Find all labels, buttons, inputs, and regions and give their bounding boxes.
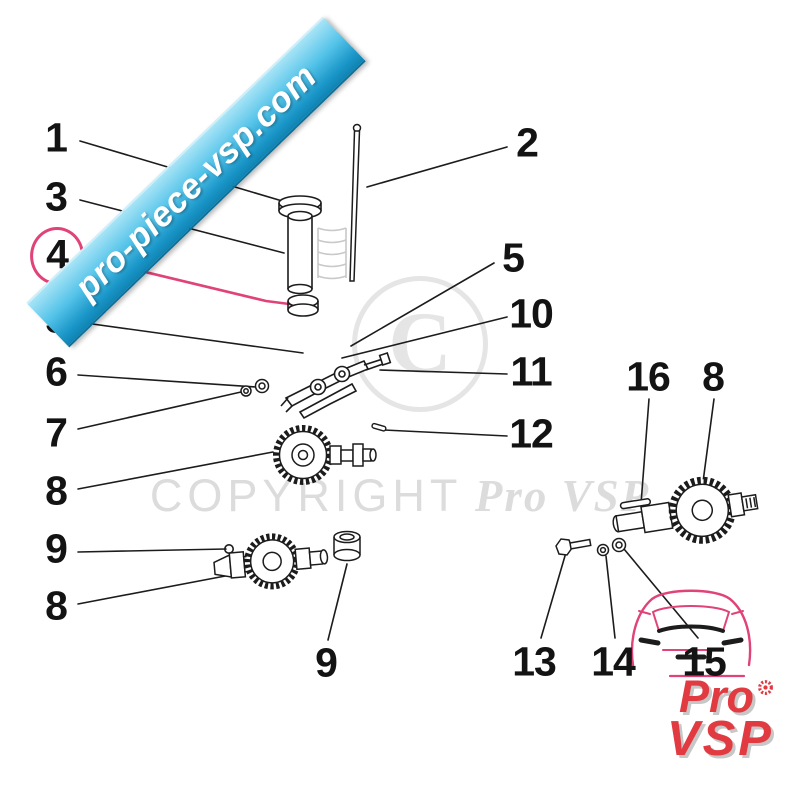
callout-13: 13 <box>512 638 557 685</box>
valve-spring <box>317 227 347 280</box>
callout-12: 12 <box>509 410 554 457</box>
callout-9-bottom: 9 <box>315 639 338 686</box>
tappet-cap <box>287 294 319 317</box>
callout-10: 10 <box>509 290 554 337</box>
callout-11: 11 <box>510 348 552 395</box>
logo-pro-text: Pro <box>678 671 754 722</box>
bolt-and-washers <box>555 537 627 557</box>
copyright-brand: Pro VSP <box>474 471 651 521</box>
callout-2: 2 <box>516 119 539 166</box>
callout-5-right: 5 <box>502 234 525 281</box>
bushing-cup <box>333 530 361 562</box>
pushrod <box>349 123 362 282</box>
callout-8-lower-left: 8 <box>45 582 68 629</box>
rocker-arm-assembly <box>280 352 392 420</box>
provsp-logo: Pro VSP <box>666 671 774 767</box>
callout-9-left: 9 <box>45 525 68 572</box>
callout-7: 7 <box>45 409 68 456</box>
callout-8-upper-left: 8 <box>45 467 68 514</box>
callout-8-right: 8 <box>702 353 725 400</box>
camshaft-with-gear-right <box>612 476 759 544</box>
camshaft-with-gear-lower <box>213 533 329 590</box>
callout-16: 16 <box>626 353 671 400</box>
logo-vsp-text: VSP <box>666 712 774 767</box>
gear-icon <box>758 680 773 695</box>
dowel-pin <box>371 422 387 432</box>
nut-and-washer <box>240 378 270 397</box>
callout-1: 1 <box>45 114 68 161</box>
callout-6: 6 <box>45 348 68 395</box>
camshaft-with-gear-upper <box>273 425 377 485</box>
car-sketch <box>630 589 752 678</box>
valve-tappet-assembly <box>278 195 347 317</box>
woodruff-key <box>619 498 652 510</box>
callout-15: 15 <box>682 638 727 685</box>
callout-14: 14 <box>591 638 636 685</box>
callout-3: 3 <box>45 173 68 220</box>
